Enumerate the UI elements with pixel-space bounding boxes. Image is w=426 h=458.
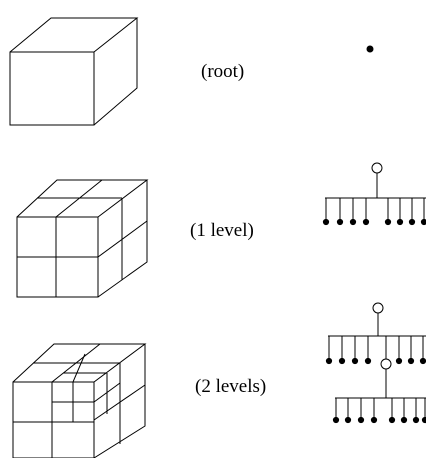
level2-label: (2 levels) xyxy=(195,376,267,397)
tree1-root-node xyxy=(371,162,383,174)
leaf-node xyxy=(364,357,372,365)
leaf-node xyxy=(388,416,396,424)
tree2-level2-leaves xyxy=(332,398,426,424)
leaf-node xyxy=(384,218,392,226)
tree2-level1-leaves xyxy=(325,336,426,365)
leaf-node xyxy=(362,218,370,226)
leaf-node xyxy=(395,357,403,365)
leaf-node xyxy=(351,357,359,365)
level1-tree xyxy=(322,162,426,226)
leaf-node xyxy=(407,357,415,365)
leaf-node xyxy=(344,416,352,424)
root-tree xyxy=(366,45,374,53)
leaf-node xyxy=(420,218,426,226)
leaf-node xyxy=(400,416,408,424)
leaf-node xyxy=(322,218,330,226)
tree2-root-node xyxy=(372,302,384,314)
leaf-node xyxy=(412,416,420,424)
leaf-node xyxy=(338,357,346,365)
root-label: (root) xyxy=(201,61,245,82)
leaf-node xyxy=(357,416,365,424)
level2-cube xyxy=(12,343,147,458)
leaf-node xyxy=(332,416,340,424)
root-leaf-node xyxy=(366,45,374,53)
tree1-leaves xyxy=(322,198,426,226)
level2-tree xyxy=(325,302,426,424)
leaf-node xyxy=(408,218,416,226)
leaf-node xyxy=(370,416,378,424)
tree2-inner-node xyxy=(380,358,392,370)
leaf-node xyxy=(419,357,426,365)
leaf-node xyxy=(325,357,333,365)
leaf-node xyxy=(349,218,357,226)
leaf-node xyxy=(396,218,404,226)
level1-cube xyxy=(16,179,149,298)
root-cube xyxy=(9,17,139,126)
leaf-node xyxy=(421,416,426,424)
leaf-node xyxy=(336,218,344,226)
level1-label: (1 level) xyxy=(190,220,254,241)
